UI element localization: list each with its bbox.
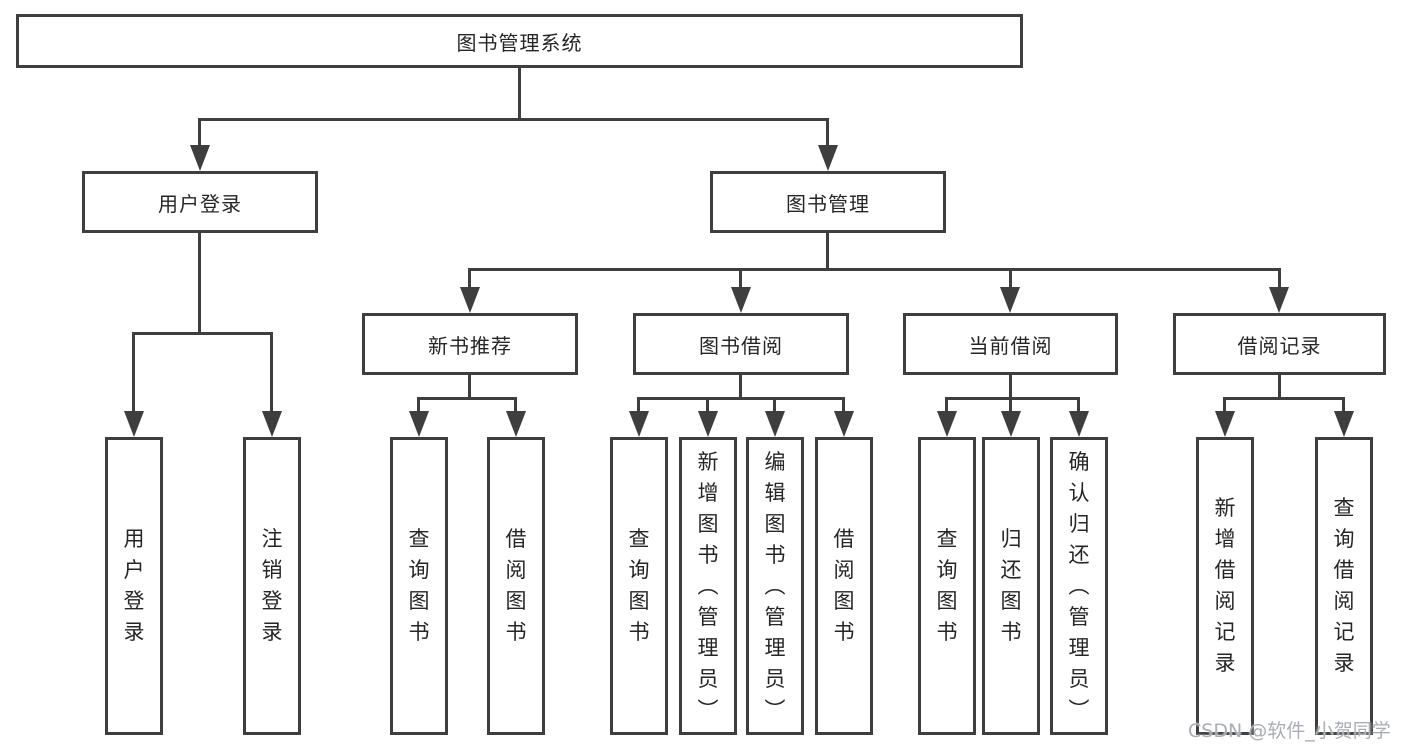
connector-vline [1009, 375, 1012, 399]
arrowhead-down-icon [262, 411, 282, 437]
leaf-label: 新 增 图 书 ︵ 管 理 员 ︶ [697, 449, 719, 722]
leaf-label: 查 询 图 书 [408, 527, 430, 644]
arrowhead-down-icon [818, 145, 838, 171]
connector-stem [1223, 399, 1226, 413]
arrowhead-down-icon [409, 411, 429, 437]
connector-hline [198, 118, 829, 121]
node-label: 图书借阅 [699, 333, 783, 358]
node-library-management-system: 图书管理系统 [16, 14, 1023, 68]
node-label: 新书推荐 [428, 333, 512, 358]
connector-stem [842, 399, 845, 413]
arrowhead-down-icon [1000, 287, 1020, 313]
leaf-borrow-books-recommend: 借 阅 图 书 [487, 437, 545, 735]
connector-stem [514, 399, 517, 413]
watermark: CSDN @软件_小贺同学 [1188, 720, 1391, 742]
node-book-borrow: 图书借阅 [633, 313, 849, 375]
connector-stem [1009, 269, 1012, 289]
connector-stem [773, 399, 776, 413]
connector-vline [518, 68, 521, 120]
leaf-label: 注 销 登 录 [261, 527, 283, 644]
connector-hline [417, 397, 517, 400]
connector-vline [1278, 375, 1281, 399]
connector-stem [270, 334, 273, 413]
connector-stem [417, 399, 420, 413]
leaf-label: 借 阅 图 书 [833, 527, 855, 644]
leaf-label: 用 户 登 录 [123, 527, 145, 644]
arrowhead-down-icon [937, 411, 957, 437]
arrowhead-down-icon [124, 411, 144, 437]
connector-hline [468, 268, 1281, 271]
node-new-book-recommend: 新书推荐 [362, 313, 578, 375]
arrowhead-down-icon [731, 287, 751, 313]
connector-stem [468, 269, 471, 289]
arrowhead-down-icon [1334, 411, 1354, 437]
leaf-edit-books-admin: 编 辑 图 书 ︵ 管 理 员 ︶ [746, 437, 804, 735]
connector-stem [1009, 399, 1012, 413]
leaf-label: 查 询 图 书 [936, 527, 958, 644]
leaf-query-borrow-record: 查 询 借 阅 记 录 [1315, 437, 1373, 735]
arrowhead-down-icon [460, 287, 480, 313]
leaf-user-login: 用 户 登 录 [105, 437, 163, 735]
connector-stem [132, 334, 135, 413]
connector-stem [826, 120, 829, 147]
node-current-borrow: 当前借阅 [903, 313, 1118, 375]
arrowhead-down-icon [1001, 411, 1021, 437]
connector-hline [945, 397, 1080, 400]
arrowhead-down-icon [506, 411, 526, 437]
connector-stem [637, 399, 640, 413]
arrowhead-down-icon [1269, 287, 1289, 313]
arrowhead-down-icon [1215, 411, 1235, 437]
node-book-management: 图书管理 [710, 171, 946, 233]
connector-stem [945, 399, 948, 413]
leaf-label: 归 还 图 书 [1000, 527, 1022, 644]
connector-stem [1342, 399, 1345, 413]
arrowhead-down-icon [834, 411, 854, 437]
arrowhead-down-icon [190, 145, 210, 171]
leaf-query-books-current: 查 询 图 书 [918, 437, 976, 735]
leaf-label: 借 阅 图 书 [505, 527, 527, 644]
node-user-login: 用户登录 [82, 171, 318, 233]
leaf-add-books-admin: 新 增 图 书 ︵ 管 理 员 ︶ [679, 437, 737, 735]
connector-vline [198, 233, 201, 334]
connector-vline [468, 375, 471, 399]
leaf-borrow-books: 借 阅 图 书 [815, 437, 873, 735]
leaf-return-books: 归 还 图 书 [982, 437, 1040, 735]
leaf-query-books-borrow: 查 询 图 书 [610, 437, 668, 735]
arrowhead-down-icon [629, 411, 649, 437]
leaf-query-books-recommend: 查 询 图 书 [390, 437, 448, 735]
connector-vline [739, 375, 742, 399]
arrowhead-down-icon [698, 411, 718, 437]
connector-stem [1077, 399, 1080, 413]
leaf-label: 编 辑 图 书 ︵ 管 理 员 ︶ [764, 449, 786, 722]
leaf-confirm-return-admin: 确 认 归 还 ︵ 管 理 员 ︶ [1050, 437, 1108, 735]
arrowhead-down-icon [1069, 411, 1089, 437]
node-label: 图书管理系统 [456, 30, 583, 55]
leaf-label: 查 询 图 书 [628, 527, 650, 644]
connector-stem [739, 269, 742, 289]
leaf-label: 查 询 借 阅 记 录 [1333, 496, 1355, 675]
leaf-label: 确 认 归 还 ︵ 管 理 员 ︶ [1068, 449, 1090, 722]
node-borrow-records: 借阅记录 [1173, 313, 1386, 375]
node-label: 借阅记录 [1237, 333, 1322, 358]
node-label: 图书管理 [786, 191, 870, 216]
leaf-add-borrow-record: 新 增 借 阅 记 录 [1196, 437, 1254, 735]
node-label: 当前借阅 [968, 333, 1053, 358]
connector-hline [132, 332, 273, 335]
connector-stem [1278, 269, 1281, 289]
leaf-label: 新 增 借 阅 记 录 [1214, 496, 1236, 675]
connector-stem [198, 120, 201, 147]
connector-hline [637, 397, 845, 400]
arrowhead-down-icon [765, 411, 785, 437]
leaf-logout: 注 销 登 录 [243, 437, 301, 735]
node-label: 用户登录 [158, 191, 242, 216]
connector-stem [706, 399, 709, 413]
connector-vline [826, 233, 829, 270]
connector-hline [1223, 397, 1345, 400]
